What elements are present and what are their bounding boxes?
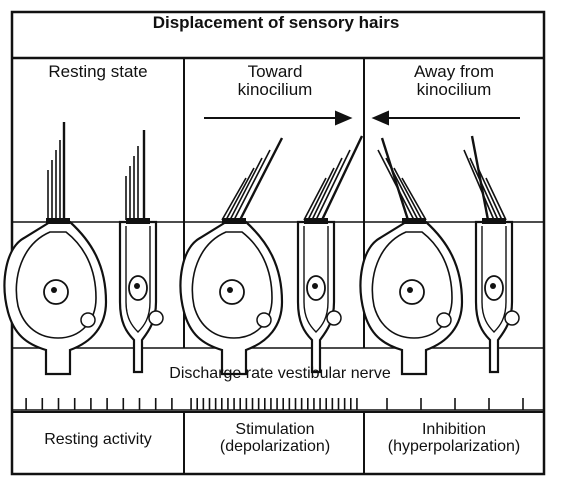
arrow-away (371, 110, 520, 126)
toward-hair-bundle-1 (221, 137, 284, 221)
spike-train-stimulation (190, 398, 358, 410)
arrow-toward (204, 110, 353, 126)
activity-label-inhibition: Inhibition (hyperpolarization) (364, 421, 544, 456)
spike-train-resting (25, 398, 173, 410)
resting-header-text: Resting state (48, 62, 148, 81)
resting-activity-text: Resting activity (44, 431, 152, 448)
spike-train-inhibition (386, 398, 524, 410)
activity-label-resting: Resting activity (12, 431, 184, 449)
toward-header-line2: kinocilium (237, 79, 313, 99)
resting-cells (3, 122, 165, 376)
inhibition-line1: Inhibition (421, 421, 487, 438)
away-header-line2: kinocilium (416, 79, 492, 99)
away-hair-bundle-1 (377, 137, 427, 221)
outer-frame (10, 10, 546, 476)
inhibition-line2: (hyperpolarization) (387, 437, 521, 455)
away-hair-bundle-2 (463, 135, 507, 221)
activity-label-stimulation: Stimulation (depolarization) (186, 421, 364, 456)
stimulation-line2: (depolarization) (219, 437, 331, 455)
toward-hair-bundle-2 (303, 135, 364, 221)
stimulation-line1: Stimulation (235, 421, 315, 438)
toward-cells (179, 135, 364, 376)
column-header-away: Away from kinocilium (368, 63, 540, 99)
away-header-line1: Away from (414, 62, 494, 81)
column-header-resting: Resting state (18, 63, 178, 81)
resting-hair-bundle-1 (47, 122, 66, 220)
toward-header-line1: Toward (247, 62, 303, 81)
epithelium (12, 221, 544, 349)
nerve-label: Discharge rate vestibular nerve (169, 365, 391, 382)
column-header-toward: Toward kinocilium (190, 63, 360, 99)
resting-hair-bundle-2 (125, 130, 146, 220)
diagram-title: Displacement of sensory hairs (152, 13, 400, 32)
away-cells (359, 135, 521, 376)
